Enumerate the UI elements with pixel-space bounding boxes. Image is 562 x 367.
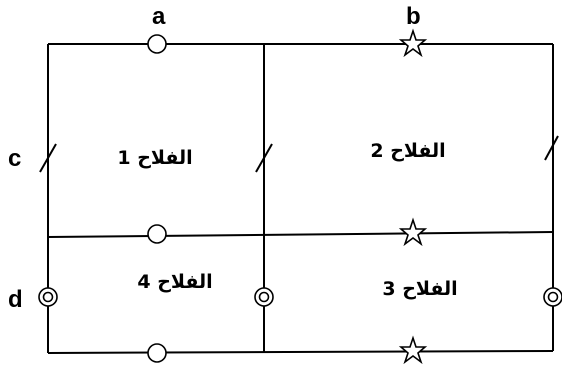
- double-circle-marker-center: [254, 287, 274, 307]
- plot-label-2: الفلاح 2: [370, 140, 445, 162]
- plot-label-3: الفلاح 3: [382, 278, 457, 300]
- slash-marker-right: [544, 135, 559, 161]
- plot-label-1: الفلاح 1: [117, 147, 192, 169]
- star-marker-bottom: [398, 335, 428, 365]
- circle-marker-middle: [147, 224, 167, 244]
- plot-label-4: الفلاح 4: [137, 271, 212, 293]
- label-a: a: [152, 3, 166, 30]
- bottom-boundary: [47, 350, 554, 354]
- circle-marker-bottom: [147, 343, 167, 363]
- label-c: c: [8, 145, 21, 172]
- circle-marker-top: [147, 34, 167, 54]
- slash-marker-left: [39, 143, 57, 173]
- label-d: d: [8, 286, 23, 313]
- star-marker-middle: [398, 217, 428, 247]
- label-b: b: [406, 3, 421, 30]
- slash-marker-center: [255, 143, 273, 173]
- double-circle-marker-left: [38, 287, 58, 307]
- double-circle-marker-right: [543, 287, 562, 307]
- star-marker-top: [398, 28, 428, 58]
- middle-boundary: [47, 231, 554, 238]
